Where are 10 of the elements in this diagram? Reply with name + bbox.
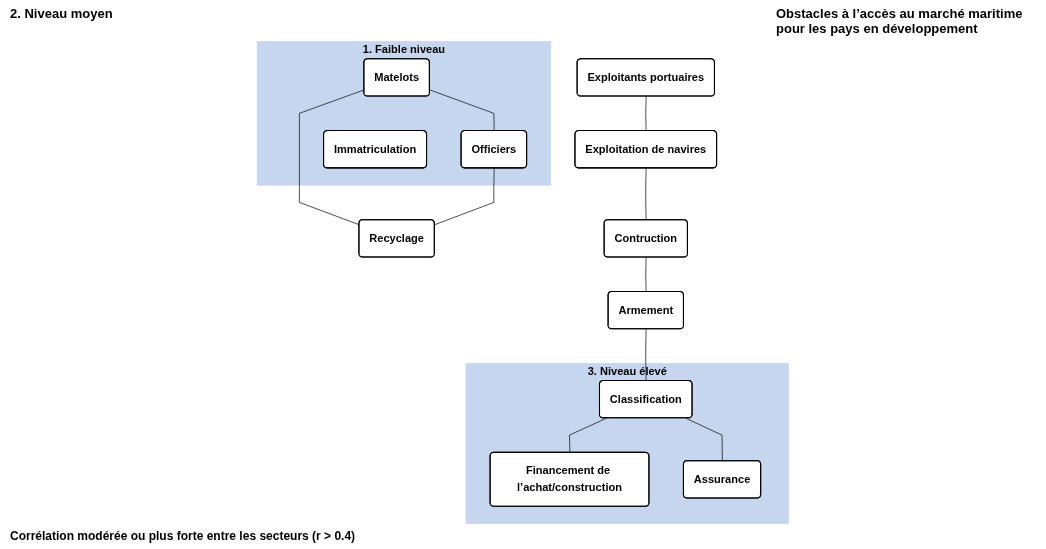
connector bbox=[434, 167, 495, 226]
caption: Corrélation modérée ou plus forte entre les secteurs (r > 0.4) bbox=[10, 529, 357, 543]
connector bbox=[645, 167, 647, 221]
connector bbox=[645, 256, 647, 293]
diagram-title: Obstacles à l’accès au marché maritime pour les pays en développement bbox=[776, 6, 1024, 36]
connector bbox=[645, 328, 647, 382]
level-label: 2. Niveau moyen bbox=[10, 6, 113, 21]
connector bbox=[429, 89, 495, 132]
connector bbox=[569, 417, 607, 454]
connector bbox=[645, 96, 647, 132]
